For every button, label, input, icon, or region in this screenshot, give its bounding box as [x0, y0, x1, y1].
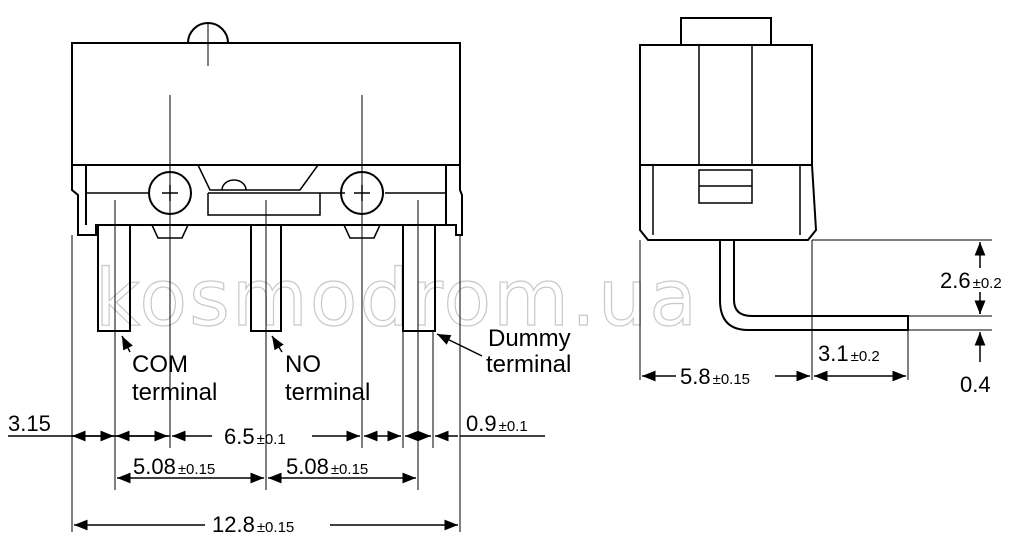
com-label: COM: [132, 351, 188, 378]
dim-5-08-right: 5.08±0.15: [286, 454, 368, 479]
side-body: [639, 44, 813, 166]
no-label: NO: [285, 351, 321, 378]
dim-3-15: 3.15: [8, 411, 51, 436]
com-label: terminal: [132, 379, 217, 406]
dim-0-9: 0.9±0.1: [466, 411, 528, 436]
dummy-label: terminal: [486, 351, 571, 378]
dim-6-5: 6.5±0.1: [224, 424, 286, 449]
watermark: kosmodrom.ua: [95, 254, 699, 344]
no-label: terminal: [285, 379, 370, 406]
com-terminal: [97, 224, 131, 332]
dim-0-4: 0.4: [960, 372, 991, 397]
dim-3-1: 3.1±0.2: [818, 341, 880, 366]
dim-5-08-left: 5.08±0.15: [133, 454, 215, 479]
dummy-label: Dummy: [488, 325, 571, 352]
dummy-terminal: [402, 224, 436, 332]
front-view: [71, 22, 463, 532]
side-actuator: [680, 17, 772, 46]
dim-5-8: 5.8±0.15: [680, 364, 750, 389]
side-base: [639, 164, 818, 241]
bent-terminal: [719, 240, 909, 331]
dim-2-6: 2.6±0.2: [940, 268, 1002, 293]
switch-body: [71, 42, 461, 166]
dim-12-8: 12.8±0.15: [212, 512, 294, 537]
side-view: [639, 17, 992, 380]
